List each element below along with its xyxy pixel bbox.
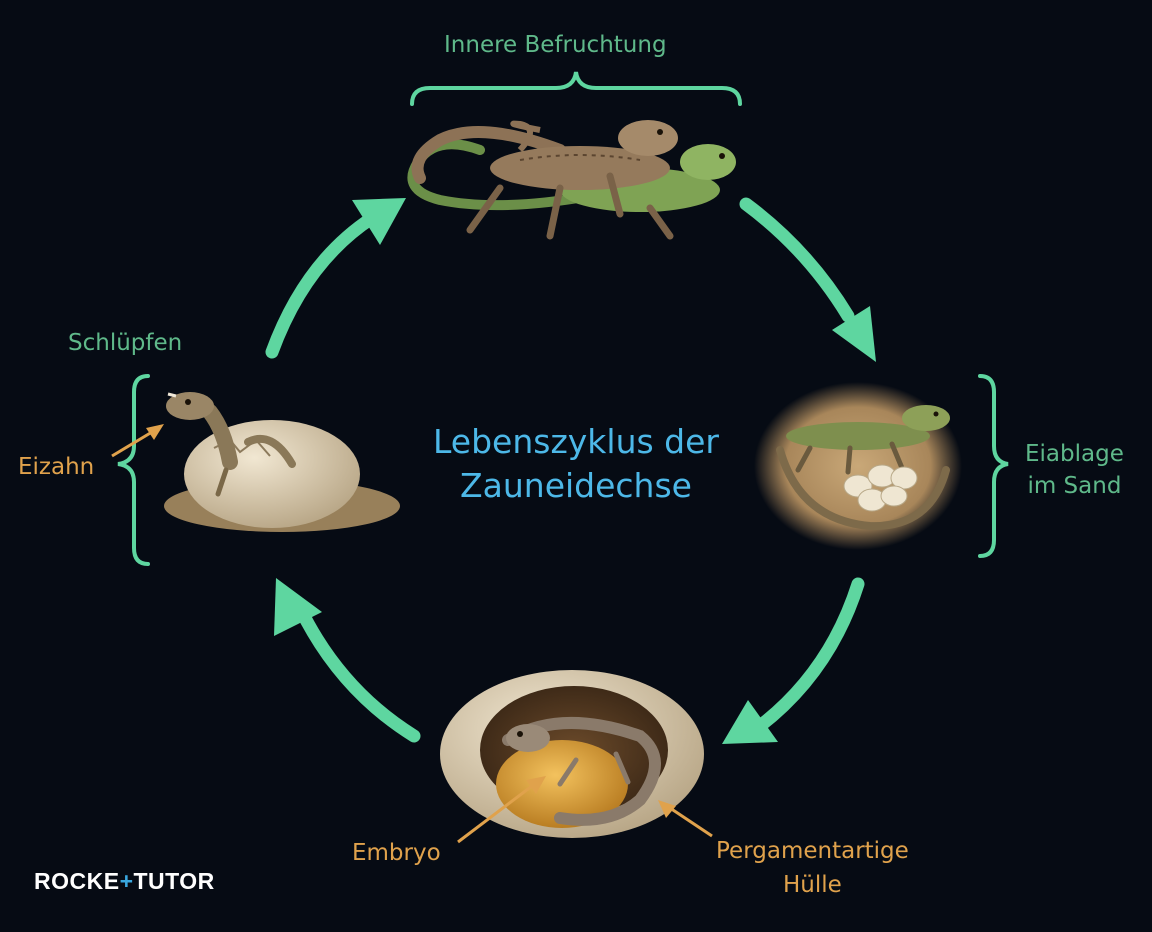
arrowhead-4 <box>274 578 322 636</box>
cycle-arrows <box>265 197 865 743</box>
pointer-shell <box>669 806 713 838</box>
logo-plus-mark: + <box>119 868 134 894</box>
arrowhead-1 <box>352 198 406 245</box>
embryo-egg-illustration <box>440 670 704 838</box>
brace-right <box>978 374 1009 558</box>
rocketutor-logo: ROCKE+TUTOR <box>34 868 215 895</box>
cycle-arrowheads <box>274 198 876 744</box>
label-embryo: Embryo <box>352 840 441 866</box>
label-egg-tooth: Eizahn <box>18 454 95 480</box>
egg-laying-illustration <box>754 382 962 550</box>
logo-part1: ROCKE <box>34 868 120 894</box>
label-egg-laying: Eiablage im Sand <box>1025 438 1124 502</box>
label-hatching: Schlüpfen <box>68 330 183 356</box>
label-parchment-shell: Pergamentartige Hülle <box>716 834 909 902</box>
label-shell-line1: Pergamentartige <box>716 838 909 864</box>
mating-lizards-illustration <box>407 120 736 240</box>
pointer-egg-tooth <box>111 430 153 458</box>
arrow-mating-to-laying <box>739 197 855 323</box>
annotation-pointers <box>111 424 713 844</box>
logo-part2: TUTOR <box>133 868 215 894</box>
diagram-title: Lebenszyklus der Zauneidechse <box>380 420 772 508</box>
label-internal-fertilization: Innere Befruchtung <box>444 32 667 58</box>
title-line1: Lebenszyklus der <box>432 422 719 461</box>
arrowhead-3 <box>722 700 778 744</box>
brace-left <box>117 374 150 566</box>
brace-top <box>410 71 742 106</box>
title-line2: Zauneidechse <box>460 466 692 505</box>
label-egg-laying-line2: im Sand <box>1027 473 1122 499</box>
arrow-laying-to-embryo <box>753 577 865 733</box>
hatching-illustration <box>164 392 400 532</box>
pointer-embryo <box>457 784 533 844</box>
arrow-hatch-to-mating <box>265 211 379 359</box>
label-shell-line2: Hülle <box>783 872 842 898</box>
arrowhead-2 <box>832 306 876 362</box>
arrow-embryo-to-hatch <box>293 601 421 743</box>
braces <box>117 71 1009 566</box>
label-egg-laying-line1: Eiablage <box>1025 441 1124 467</box>
